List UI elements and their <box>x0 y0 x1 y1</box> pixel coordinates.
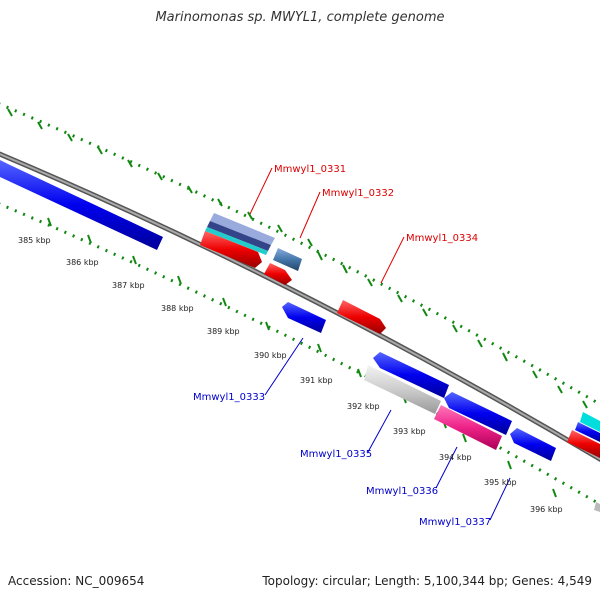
gene-mmwyl1-0335[interactable] <box>364 365 441 414</box>
kbp-label: 385 kbp <box>18 236 51 245</box>
gene-edge-red[interactable] <box>567 430 600 458</box>
gene-edge-cyan[interactable] <box>580 412 600 432</box>
gene-mmwyl1-0337[interactable] <box>510 428 556 461</box>
gene-label-mmwyl1-0335[interactable]: Mmwyl1_0335 <box>300 449 372 460</box>
topology-text: Topology: circular; Length: 5,100,344 bp… <box>262 574 592 588</box>
inner-tick-marks <box>47 217 557 498</box>
kbp-label: 394 kbp <box>439 453 472 462</box>
kbp-label: 390 kbp <box>254 351 287 360</box>
gene-arrow-forward <box>210 213 275 245</box>
gene-reverse-blue-1[interactable] <box>373 352 449 398</box>
gene-edge-gray <box>594 502 600 512</box>
gene-label-mmwyl1-0337[interactable]: Mmwyl1_0337 <box>419 517 491 528</box>
kbp-label: 393 kbp <box>393 427 426 436</box>
kbp-label: 388 kbp <box>161 304 194 313</box>
gene-mmwyl1-0334[interactable] <box>337 300 386 334</box>
kbp-label: 391 kbp <box>300 376 333 385</box>
gene-mmwyl1-0331[interactable] <box>207 221 271 251</box>
kbp-label: 396 kbp <box>530 505 563 514</box>
gene-label-mmwyl1-0331[interactable]: Mmwyl1_0331 <box>274 164 346 175</box>
gene-mmwyl1-0332[interactable] <box>273 248 302 271</box>
gene-label-mmwyl1-0334[interactable]: Mmwyl1_0334 <box>406 233 478 244</box>
gene-label-mmwyl1-0336[interactable]: Mmwyl1_0336 <box>366 486 438 497</box>
kbp-label: 395 kbp <box>484 478 517 487</box>
outer-dotted-track <box>0 102 600 406</box>
kbp-label: 387 kbp <box>112 281 145 290</box>
kbp-label: 389 kbp <box>207 327 240 336</box>
gene-label-mmwyl1-0333[interactable]: Mmwyl1_0333 <box>193 392 265 403</box>
gene-mmwyl1-0332-red[interactable] <box>264 263 292 285</box>
accession-text: Accession: NC_009654 <box>8 574 145 588</box>
kbp-label: 392 kbp <box>347 402 380 411</box>
gene-arrow-reverse[interactable] <box>0 160 163 250</box>
callout-lines <box>249 167 511 521</box>
gene-reverse-blue-2[interactable] <box>444 392 512 435</box>
gene-mmwyl1-0336[interactable] <box>434 405 502 450</box>
gene-mmwyl1-0331-red[interactable] <box>200 231 262 268</box>
gene-mmwyl1-0333[interactable] <box>282 302 326 333</box>
outer-tick-marks <box>7 108 588 409</box>
gene-mmwyl1-0331-cyan <box>205 227 268 255</box>
gene-edge-blue[interactable] <box>575 422 600 442</box>
gene-label-mmwyl1-0332[interactable]: Mmwyl1_0332 <box>322 188 394 199</box>
kbp-label: 386 kbp <box>66 258 99 267</box>
map-title: Marinomonas sp. MWYL1, complete genome <box>155 10 445 25</box>
genome-backbone <box>0 151 600 462</box>
